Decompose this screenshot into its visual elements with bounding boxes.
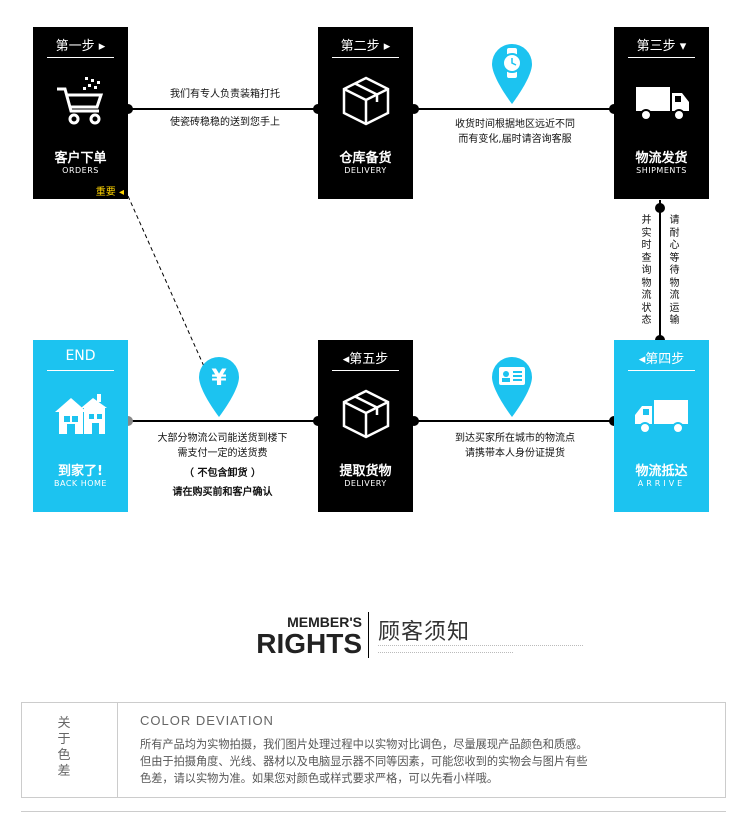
connector-dot [655,203,665,213]
step-subtitle: DELIVERY [344,479,387,488]
step-subtitle: BACK HOME [54,479,107,488]
note-wait-shipping: 请耐心等待物流运输 [669,215,680,326]
divider [628,57,695,58]
step-title: 提取货物 [339,464,392,479]
step-subtitle: ARRIVE [637,479,686,488]
house-icon [55,394,107,434]
connector-dot [123,104,133,114]
step-title: 物流发货 [635,151,688,166]
step-title: 物流抵达 [635,464,688,479]
note-packing-2: 使瓷砖稳稳的送到您手上 [170,117,280,128]
connector-dot [409,104,419,114]
divider [332,370,399,371]
box-icon [342,389,390,439]
divider [332,57,399,58]
color-deviation-heading: COLOR DEVIATION [140,713,274,728]
members-fine-line [378,652,513,654]
color-deviation-line-1: 所有产品均为实物拍摄，我们图片处理过程中以实物对比调色，尽量展现产品颜色和质感。 [140,738,588,751]
color-deviation-label-cell [21,702,118,798]
step-subtitle: DELIVERY [344,166,387,175]
id-card-icon [492,357,532,417]
step-label: ◂第四步 [638,352,685,367]
members-cn-title: 顾客须知 [378,620,471,645]
note-home-delivery-1: 大部分物流公司能送货到楼下 [157,433,288,444]
connector-dot [123,416,133,426]
step-title: 仓库备货 [339,151,392,166]
note-delivery-time-1: 收货时间根据地区远近不同 [455,119,575,130]
step-title: 客户下单 [54,151,107,166]
step-card-pickup: ◂第五步 提取货物 DELIVERY [318,340,413,512]
step-card-shipments: 第三步 ▾ 物流发货 SHIPMENTS [614,27,709,199]
step-card-end: END 到家了! BACK HOME [33,340,128,512]
step-label: 第三步 ▾ [636,39,687,54]
color-deviation-panel [21,702,726,798]
step-label: 第二步 ▸ [340,39,391,54]
watch-icon [492,44,532,104]
step-card-arrive: ◂第四步 物流抵达 ARRIVE [614,340,709,512]
connector-dot [409,416,419,426]
truck-icon [636,87,689,121]
step-subtitle: SHIPMENTS [636,166,687,175]
divider [628,370,695,371]
note-pickup-point-2: 请携带本人身份证提货 [465,448,565,459]
note-home-delivery-4: 请在购买前和客户确认 [172,487,273,498]
step-card-warehouse: 第二步 ▸ 仓库备货 DELIVERY [318,27,413,199]
members-title-bottom: RIGHTS [256,628,362,659]
step-label: 第一步 ▸ [55,39,106,54]
bottom-edge [21,811,726,816]
step-label: ◂第五步 [342,352,389,367]
step-title: 到家了! [58,464,103,479]
step-label: END [65,348,96,364]
divider [47,57,114,58]
note-home-delivery-3: （ 不包含卸货 ） [184,468,261,479]
color-deviation-line-3: 色差，请以实物为准。如果您对颜色或样式要求严格，可以先看小样哦。 [140,772,499,785]
members-fine-line [378,645,583,647]
divider [47,370,114,371]
members-title-top: MEMBER'S [287,614,362,630]
shopping-cart-icon [57,77,104,125]
members-divider [368,612,369,658]
svg-text:¥: ¥ [211,366,227,391]
truck-icon [635,400,688,434]
important-tag: 重要 ◂ [95,187,124,198]
box-icon [342,76,390,126]
note-delivery-time-2: 而有变化,届时请咨询客服 [458,134,572,145]
step-card-orders: 第一步 ▸ 客户下单 ORDERS 重要 ◂ [33,27,128,199]
color-deviation-label: 关于色差 [57,716,71,779]
note-packing-1: 我们有专人负责装箱打托 [170,89,280,100]
note-pickup-point-1: 到达买家所在城市的物流点 [455,433,575,444]
note-home-delivery-2: 需支付一定的送货费 [177,448,268,459]
step-subtitle: ORDERS [62,166,99,175]
yen-icon: ¥ [199,357,239,417]
color-deviation-line-2: 但由于拍摄角度、光线、器材以及电脑显示器不同等因素，可能您收到的实物会与图片有些 [140,755,588,768]
note-track-status: 并实时查询物流状态 [641,215,652,326]
